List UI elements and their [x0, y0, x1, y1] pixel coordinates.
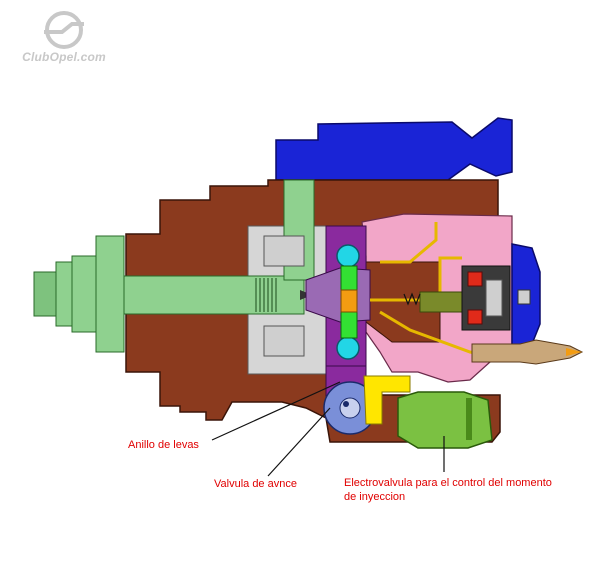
advance-valve-pin	[343, 401, 349, 407]
watermark: ClubOpel.com	[14, 8, 114, 70]
valve-holder	[485, 279, 503, 317]
roller-top	[336, 244, 360, 268]
delivery-valve-bottom	[467, 309, 483, 325]
fuel-passage-2	[380, 222, 438, 264]
outlet-fitting	[471, 339, 584, 365]
leader-advance-valve	[267, 407, 331, 477]
bearing-lower	[263, 325, 305, 357]
plunger-core	[340, 289, 358, 313]
right-cap-plug	[517, 289, 531, 305]
roller-bottom	[336, 336, 360, 360]
advance-valve-core	[339, 397, 361, 419]
leader-cam-ring	[211, 381, 341, 441]
label-cam-ring: Anillo de levas	[128, 439, 199, 451]
shaft-hub	[95, 235, 125, 353]
solenoid-valve	[397, 391, 493, 449]
solenoid-coil	[466, 398, 472, 440]
delivery-valve-top	[467, 271, 483, 287]
label-advance-valve: Valvula de avnce	[214, 478, 297, 490]
opel-logo-icon	[44, 11, 84, 49]
outlet-tip	[566, 348, 582, 356]
fuel-passage-1	[370, 256, 462, 302]
shaft-spline	[255, 278, 277, 312]
shaft-collar	[55, 261, 73, 327]
shaft-flange	[71, 255, 97, 333]
label-solenoid-line1: Electrovalvula para el control del momen…	[344, 477, 552, 489]
watermark-text: ClubOpel.com	[22, 50, 106, 64]
cam-plate	[305, 267, 371, 323]
bearing-upper	[263, 235, 305, 267]
spring	[403, 292, 421, 306]
top-cover	[275, 117, 513, 181]
shaft-coupling	[33, 271, 57, 317]
advance-bracket	[363, 375, 411, 425]
drive-shaft	[123, 275, 305, 315]
label-solenoid-line2: de inyeccion	[344, 491, 406, 503]
